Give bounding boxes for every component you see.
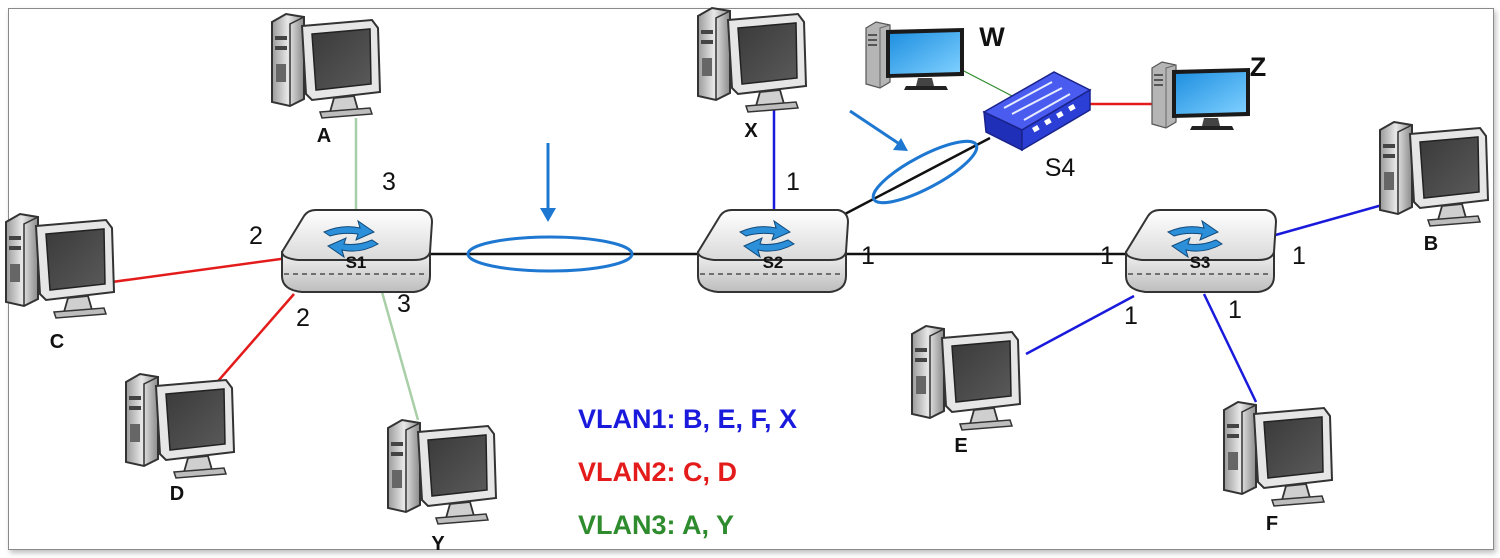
link-s1-d (211, 293, 295, 389)
host-w: W (865, 21, 1005, 91)
legend-vlan1: VLAN1: B, E, F, X (578, 404, 797, 434)
switch-s4: S4 (982, 71, 1092, 182)
computer-icon (697, 7, 807, 113)
host-x: X (697, 7, 807, 142)
host-z: Z (1151, 52, 1267, 131)
trunk-highlight-s1-s2 (466, 235, 634, 273)
links (111, 69, 1401, 421)
link-s1-y (380, 291, 420, 421)
legend-vlan3: VLAN3: A, Y (578, 510, 734, 540)
switch-s3: S3 (1125, 209, 1277, 293)
port-labels: 3 2 2 3 1 1 1 1 1 1 (249, 168, 1306, 332)
switch-label-s3: S3 (1190, 253, 1211, 272)
hub-icon (982, 71, 1092, 152)
host-f: F (1223, 401, 1333, 535)
switch-icon (281, 209, 433, 293)
computer-icon (1379, 121, 1489, 227)
host-label-w: W (979, 22, 1005, 52)
computer-icon (1223, 401, 1333, 507)
host-a: A (271, 13, 381, 147)
host-label-z: Z (1250, 52, 1267, 82)
host-c: C (5, 213, 115, 353)
computer-icon (125, 373, 235, 479)
trunk-highlight-s2-s4 (871, 139, 979, 205)
host-label-y: Y (431, 533, 445, 555)
port-label: 1 (786, 168, 800, 196)
computer-icon (387, 419, 497, 525)
host-e: E (911, 325, 1021, 457)
computer-icon (271, 13, 381, 119)
host-label-e: E (954, 435, 967, 457)
port-label: 1 (861, 242, 875, 270)
host-label-c: C (50, 331, 64, 353)
port-label: 1 (1100, 242, 1114, 270)
host-y: Y (387, 419, 497, 555)
port-label: 2 (249, 222, 263, 250)
link-s4-w (961, 69, 1017, 99)
switch-s1: S1 (281, 209, 433, 293)
switch-s2: S2 (697, 209, 849, 293)
switch-icon (697, 209, 849, 293)
switch-icon (1125, 209, 1277, 293)
host-b: B (1379, 121, 1489, 255)
legend-vlan2: VLAN2: C, D (578, 457, 737, 487)
computer-icon (865, 21, 965, 91)
computer-icon (5, 213, 115, 319)
host-d: D (125, 373, 235, 505)
port-label: 3 (397, 290, 411, 318)
arrow-down-icon (540, 143, 556, 222)
switch-label-s2: S2 (763, 253, 784, 272)
port-label: 1 (1228, 296, 1242, 324)
host-label-d: D (170, 483, 184, 505)
port-label: 3 (382, 168, 396, 196)
port-label: 2 (296, 304, 310, 332)
arrow-diagonal-icon (849, 109, 908, 151)
host-label-x: X (744, 120, 758, 142)
link-s3-e (1025, 294, 1135, 356)
computer-icon (911, 325, 1021, 431)
host-label-b: B (1424, 233, 1438, 255)
switch-label-s4: S4 (1045, 154, 1076, 182)
port-label: 1 (1292, 242, 1306, 270)
link-s3-b (1271, 198, 1401, 238)
link-s3-f (1202, 293, 1258, 403)
link-s1-c (111, 256, 289, 284)
link-s2-s4 (842, 136, 991, 217)
computer-icon (1151, 61, 1251, 131)
host-label-f: F (1266, 513, 1278, 535)
port-label: 1 (1124, 302, 1138, 330)
host-label-a: A (317, 125, 331, 147)
vlan-legend: VLAN1: B, E, F, X VLAN2: C, D VLAN3: A, … (578, 404, 797, 540)
switch-label-s1: S1 (346, 253, 367, 272)
